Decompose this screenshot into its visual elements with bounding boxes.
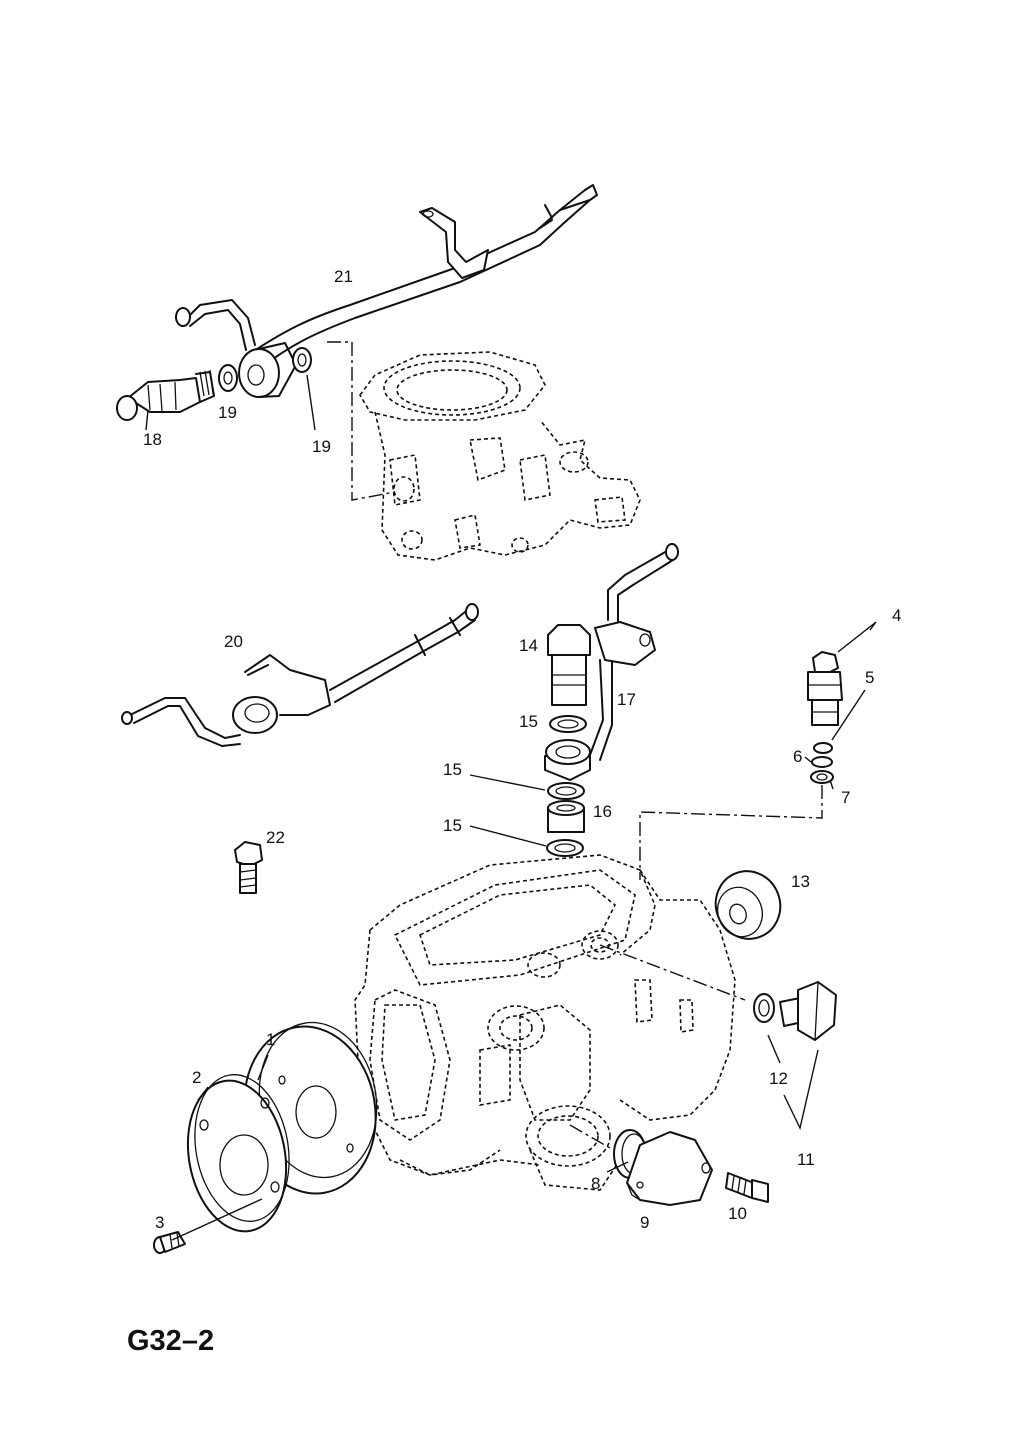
part-20-fuel-pipe: [121, 603, 479, 747]
callout-16: 16: [593, 802, 612, 821]
assembly-line-cover: [569, 1124, 611, 1149]
callout-14: 14: [519, 636, 538, 655]
part-15-washer-1: [549, 715, 587, 733]
callout-17: 17: [617, 690, 636, 709]
callout-12: 12: [769, 1069, 788, 1088]
callout-8: 8: [591, 1174, 600, 1193]
callout-13: 13: [791, 872, 810, 891]
callout-20: 20: [224, 632, 243, 651]
callout-19-right: 19: [312, 437, 331, 456]
callout-7: 7: [841, 788, 850, 807]
part-12-washer: [753, 993, 775, 1023]
callout-18: 18: [143, 430, 162, 449]
part-7-washer: [810, 770, 834, 784]
part-19-washer-left: [218, 364, 238, 392]
part-4-valve: [807, 651, 843, 726]
callout-1: 1: [266, 1030, 275, 1049]
part-2-disc: [186, 1074, 290, 1233]
part-15-washer-3: [546, 839, 584, 857]
callout-15-top: 15: [519, 712, 538, 731]
part-13-seal: [714, 870, 782, 940]
part-19-washer-right: [292, 347, 312, 373]
part-17-pipe: [574, 543, 679, 761]
callout-15-middle: 15: [443, 760, 462, 779]
part-9-cover: [626, 1131, 713, 1206]
callout-21: 21: [334, 267, 353, 286]
assembly-line-valve: [639, 785, 823, 880]
leader-lines: [145, 374, 877, 1241]
part-16-spacer: [547, 800, 585, 833]
callout-6: 6: [793, 747, 802, 766]
callout-4: 4: [892, 606, 901, 625]
assembly-line-upper: [327, 341, 396, 501]
part-3-screw: [153, 1231, 186, 1254]
part-14-banjo-bolt: [547, 624, 591, 706]
part-15-washer-2: [547, 782, 585, 800]
upper-housing-reference: [359, 351, 641, 561]
callout-2: 2: [192, 1068, 201, 1087]
part-17-banjo-fitting: [544, 739, 591, 781]
callout-19-left: 19: [218, 403, 237, 422]
part-21-fuel-pipe: [175, 184, 598, 398]
callout-15-bottom: 15: [443, 816, 462, 835]
callout-9: 9: [640, 1213, 649, 1232]
part-5-ring: [813, 742, 833, 754]
part-18-banjo-bolt: [116, 369, 215, 421]
callout-22: 22: [266, 828, 285, 847]
assembly-line-plug: [599, 944, 746, 1001]
part-6-ring: [811, 756, 833, 768]
part-11-plug: [779, 981, 837, 1041]
part-10-screw: [725, 1172, 769, 1203]
callout-3: 3: [155, 1213, 164, 1232]
callout-11: 11: [797, 1150, 815, 1169]
part-22-screw: [234, 841, 263, 894]
callout-5: 5: [865, 668, 874, 687]
figure-code: G32–2: [127, 1325, 214, 1357]
callout-10: 10: [728, 1204, 747, 1223]
